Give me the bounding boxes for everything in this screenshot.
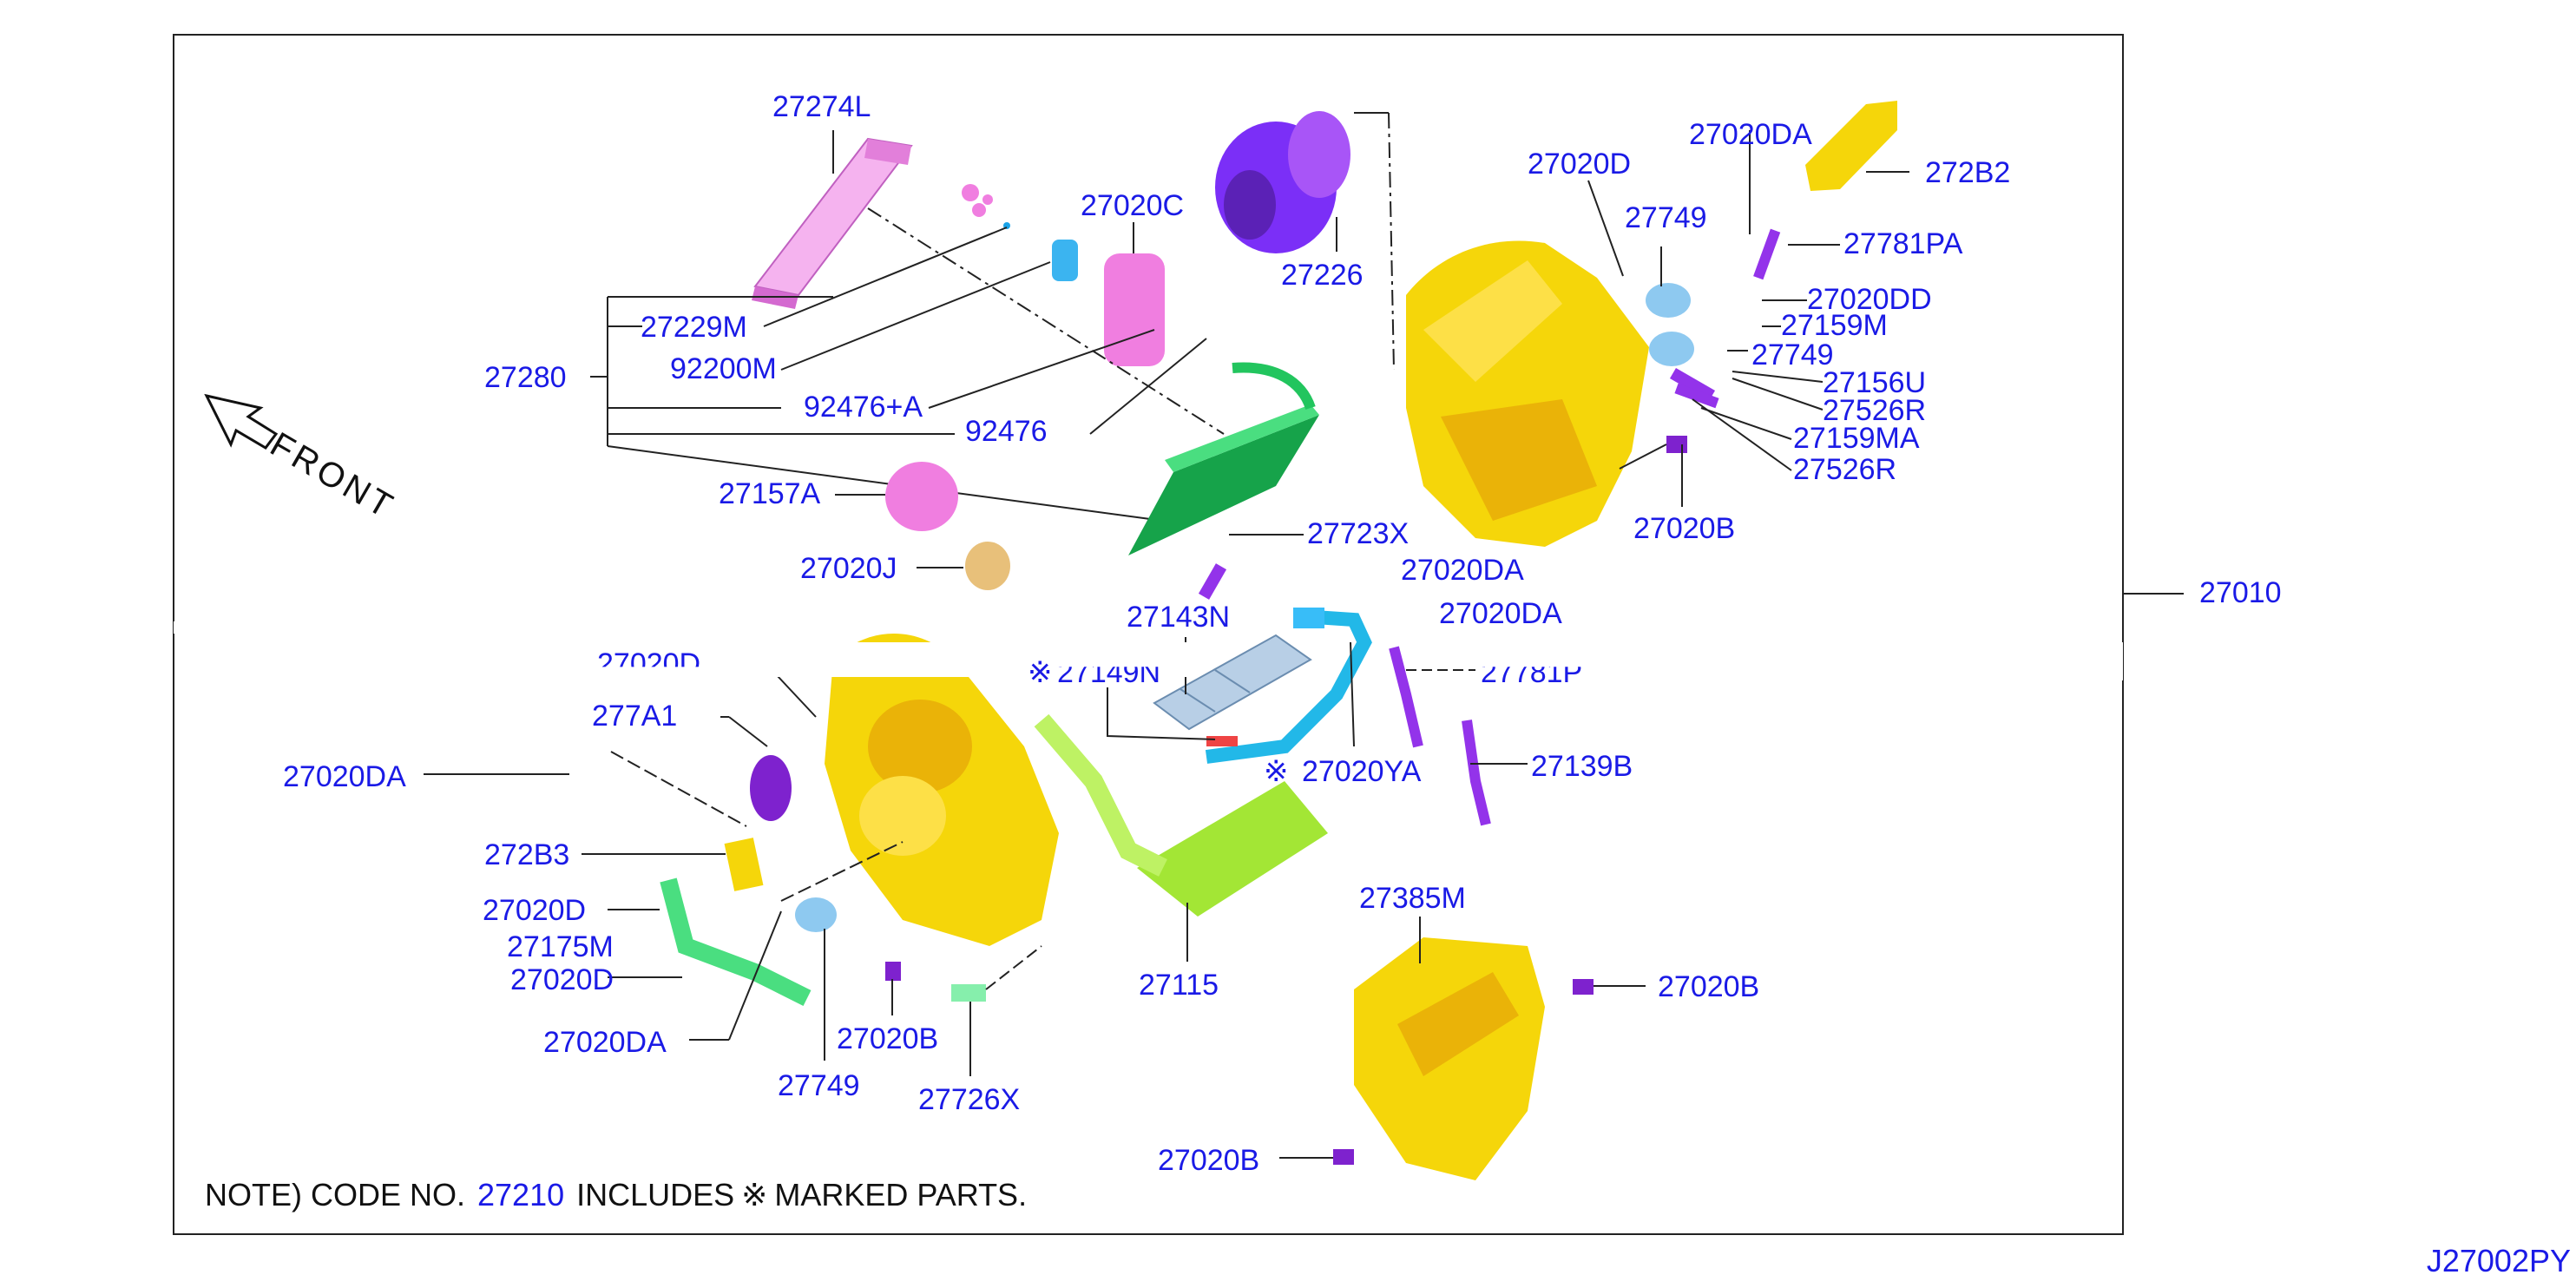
label-277A1: 277A1 <box>592 700 678 733</box>
label-27781PA: 27781PA <box>1843 227 1963 260</box>
label-27020J: 27020J <box>800 552 897 585</box>
label-27159MA: 27159MA <box>1793 422 1920 455</box>
label-27020D-b1: 27020D <box>483 894 587 927</box>
label-27020YA: 27020YA <box>1302 755 1422 788</box>
label-92200M: 92200M <box>670 352 777 385</box>
duct-part <box>1462 720 1491 826</box>
front-arrow-icon <box>204 393 279 450</box>
filter-cover-part <box>1104 253 1165 366</box>
link-rod-part <box>1198 563 1227 600</box>
label-27020DA-top: 27020DA <box>1689 118 1812 151</box>
upper-housing-part <box>1406 240 1649 547</box>
air-mix-part <box>885 462 958 531</box>
actuator-part <box>795 897 837 932</box>
note-middle: INCLUDES <box>576 1177 735 1212</box>
label-27020D-left: 27020D <box>597 647 701 680</box>
label-27156U: 27156U <box>1823 366 1927 399</box>
label-27749-top: 27749 <box>1625 201 1707 234</box>
duct-part <box>1389 646 1423 748</box>
diagram-reference: J27002PY <box>2426 1243 2571 1278</box>
clip-parts <box>885 962 1594 1165</box>
label-272B3: 272B3 <box>484 838 570 871</box>
motor-part <box>750 755 792 821</box>
blower-motor-part <box>1215 111 1350 253</box>
label-27020D-b2: 27020D <box>510 963 614 996</box>
note-code: 27210 <box>477 1177 565 1212</box>
lower-case-part <box>1354 937 1545 1180</box>
note-suffix: MARKED PARTS. <box>774 1177 1028 1212</box>
duct-part <box>660 877 812 1006</box>
left-leader-lines <box>424 660 904 1041</box>
label-27020B-bot: 27020B <box>1158 1144 1260 1177</box>
note-mark: ※ <box>741 1177 768 1212</box>
label-27726X: 27726X <box>918 1083 1021 1116</box>
lower-housing-part <box>825 634 1059 946</box>
label-27175M: 27175M <box>507 930 614 963</box>
label-27020B-b: 27020B <box>837 1022 939 1055</box>
evaporator-part <box>1128 362 1319 555</box>
mark-27149N: ※ <box>1028 656 1053 689</box>
label-27526R-2: 27526R <box>1793 453 1897 486</box>
label-92476A: 92476+A <box>804 391 923 424</box>
label-27749-b: 27749 <box>778 1069 860 1102</box>
clip-parts <box>962 184 1010 229</box>
label-27385M: 27385M <box>1359 882 1466 915</box>
label-27020DA-2: 27020DA <box>1439 597 1562 630</box>
cabin-filter-part <box>752 137 913 309</box>
label-27020D-top: 27020D <box>1528 148 1632 181</box>
note-prefix: NOTE) CODE NO. <box>205 1177 466 1212</box>
diagram-frame <box>173 34 2124 1235</box>
label-27020DA-b: 27020DA <box>543 1026 667 1059</box>
label-27010: 27010 <box>2199 576 2282 609</box>
label-27226: 27226 <box>1281 259 1364 292</box>
lever-part <box>951 984 986 1002</box>
label-27139B: 27139B <box>1531 750 1633 783</box>
label-27149N: 27149N <box>1057 656 1161 689</box>
label-27020C: 27020C <box>1081 189 1185 222</box>
label-27143N: 27143N <box>1127 601 1231 634</box>
right-leader-lines <box>1587 130 1840 507</box>
mark-27020YA: ※ <box>1264 755 1289 788</box>
label-27280: 27280 <box>484 361 567 394</box>
label-27020B-top: 27020B <box>1633 512 1736 545</box>
label-27274L: 27274L <box>772 90 871 123</box>
label-27020DD: 27020DD <box>1807 283 1932 316</box>
label-27020B-r: 27020B <box>1658 970 1760 1003</box>
label-27229M: 27229M <box>641 311 747 344</box>
link-part <box>965 542 1010 590</box>
bracket-part <box>724 838 764 891</box>
label-27749-mid: 27749 <box>1751 338 1834 371</box>
label-27723X: 27723X <box>1307 517 1410 550</box>
label-27526R-1: 27526R <box>1823 394 1927 427</box>
note-text: NOTE) CODE NO. 27210 INCLUDES※MARKED PARTS… <box>205 1177 1027 1213</box>
label-272B2: 272B2 <box>1925 156 2011 189</box>
label-27020DA-left: 27020DA <box>283 760 406 793</box>
label-92476: 92476 <box>965 415 1048 448</box>
label-27115: 27115 <box>1139 969 1219 1002</box>
heater-core-part <box>1034 713 1328 917</box>
label-27781P: 27781P <box>1481 656 1583 689</box>
lever-part <box>1206 736 1238 746</box>
kit-bracket-lines <box>590 207 1225 522</box>
label-27159M: 27159M <box>1781 309 1888 342</box>
label-27157A: 27157A <box>719 477 821 510</box>
bracket-part <box>1805 101 1897 191</box>
label-27020DA-1: 27020DA <box>1401 554 1524 587</box>
clip-part <box>1052 240 1078 281</box>
